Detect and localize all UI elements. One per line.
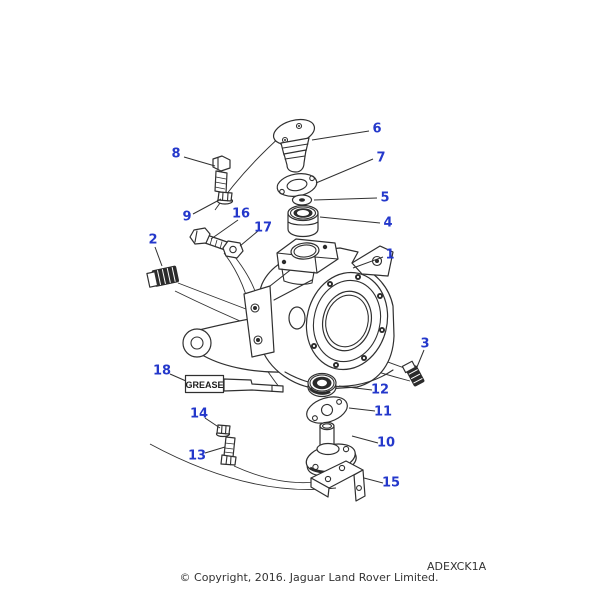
- bearing-drawing: [307, 372, 337, 398]
- callout-7: 7: [376, 150, 386, 166]
- callout-2: 2: [148, 232, 158, 248]
- bracket-nut-drawing: [222, 240, 244, 259]
- grease-label-drawing: GREASE: [184, 374, 284, 394]
- callout-13: 13: [187, 448, 207, 464]
- callout-5: 5: [380, 190, 390, 206]
- lower-gasket-drawing: [306, 396, 348, 424]
- copyright-text: © Copyright, 2016. Jaguar Land Rover Lim…: [179, 571, 439, 584]
- swivel-housing-drawing: [182, 238, 395, 390]
- callout-17: 17: [253, 220, 273, 236]
- lock-stop-left-drawing: [146, 265, 179, 288]
- lock-stop-bracket-drawing: [310, 460, 366, 502]
- lower-nut-drawing: [215, 424, 231, 438]
- lock-stop-right-drawing: [401, 360, 425, 387]
- callout-6: 6: [372, 121, 382, 137]
- callout-10: 10: [376, 435, 396, 451]
- callout-18: 18: [152, 363, 172, 379]
- upper-bush-drawing: [287, 204, 319, 238]
- lower-bolt-drawing: [220, 436, 237, 466]
- callout-1: 1: [385, 247, 395, 263]
- upper-bolt-drawing: [212, 155, 231, 194]
- callout-8: 8: [171, 146, 181, 162]
- top-swivel-pin-drawing: [272, 118, 316, 173]
- callout-14: 14: [189, 406, 209, 422]
- callout-9: 9: [182, 209, 192, 225]
- shim-washer-drawing: [291, 194, 313, 206]
- callout-12: 12: [370, 382, 390, 398]
- flange-bolt-holes: [311, 274, 385, 368]
- diagram-code: ADEXCK1A: [427, 560, 487, 573]
- callout-16: 16: [231, 206, 251, 222]
- upper-gasket-drawing: [276, 173, 318, 197]
- callout-leader-lines: [154, 130, 425, 484]
- callout-4: 4: [383, 215, 393, 231]
- upper-nut-drawing: [216, 191, 234, 205]
- callout-15: 15: [381, 475, 401, 491]
- callout-11: 11: [373, 404, 393, 420]
- grease-label-text: GREASE: [185, 380, 223, 390]
- callout-3: 3: [420, 336, 430, 352]
